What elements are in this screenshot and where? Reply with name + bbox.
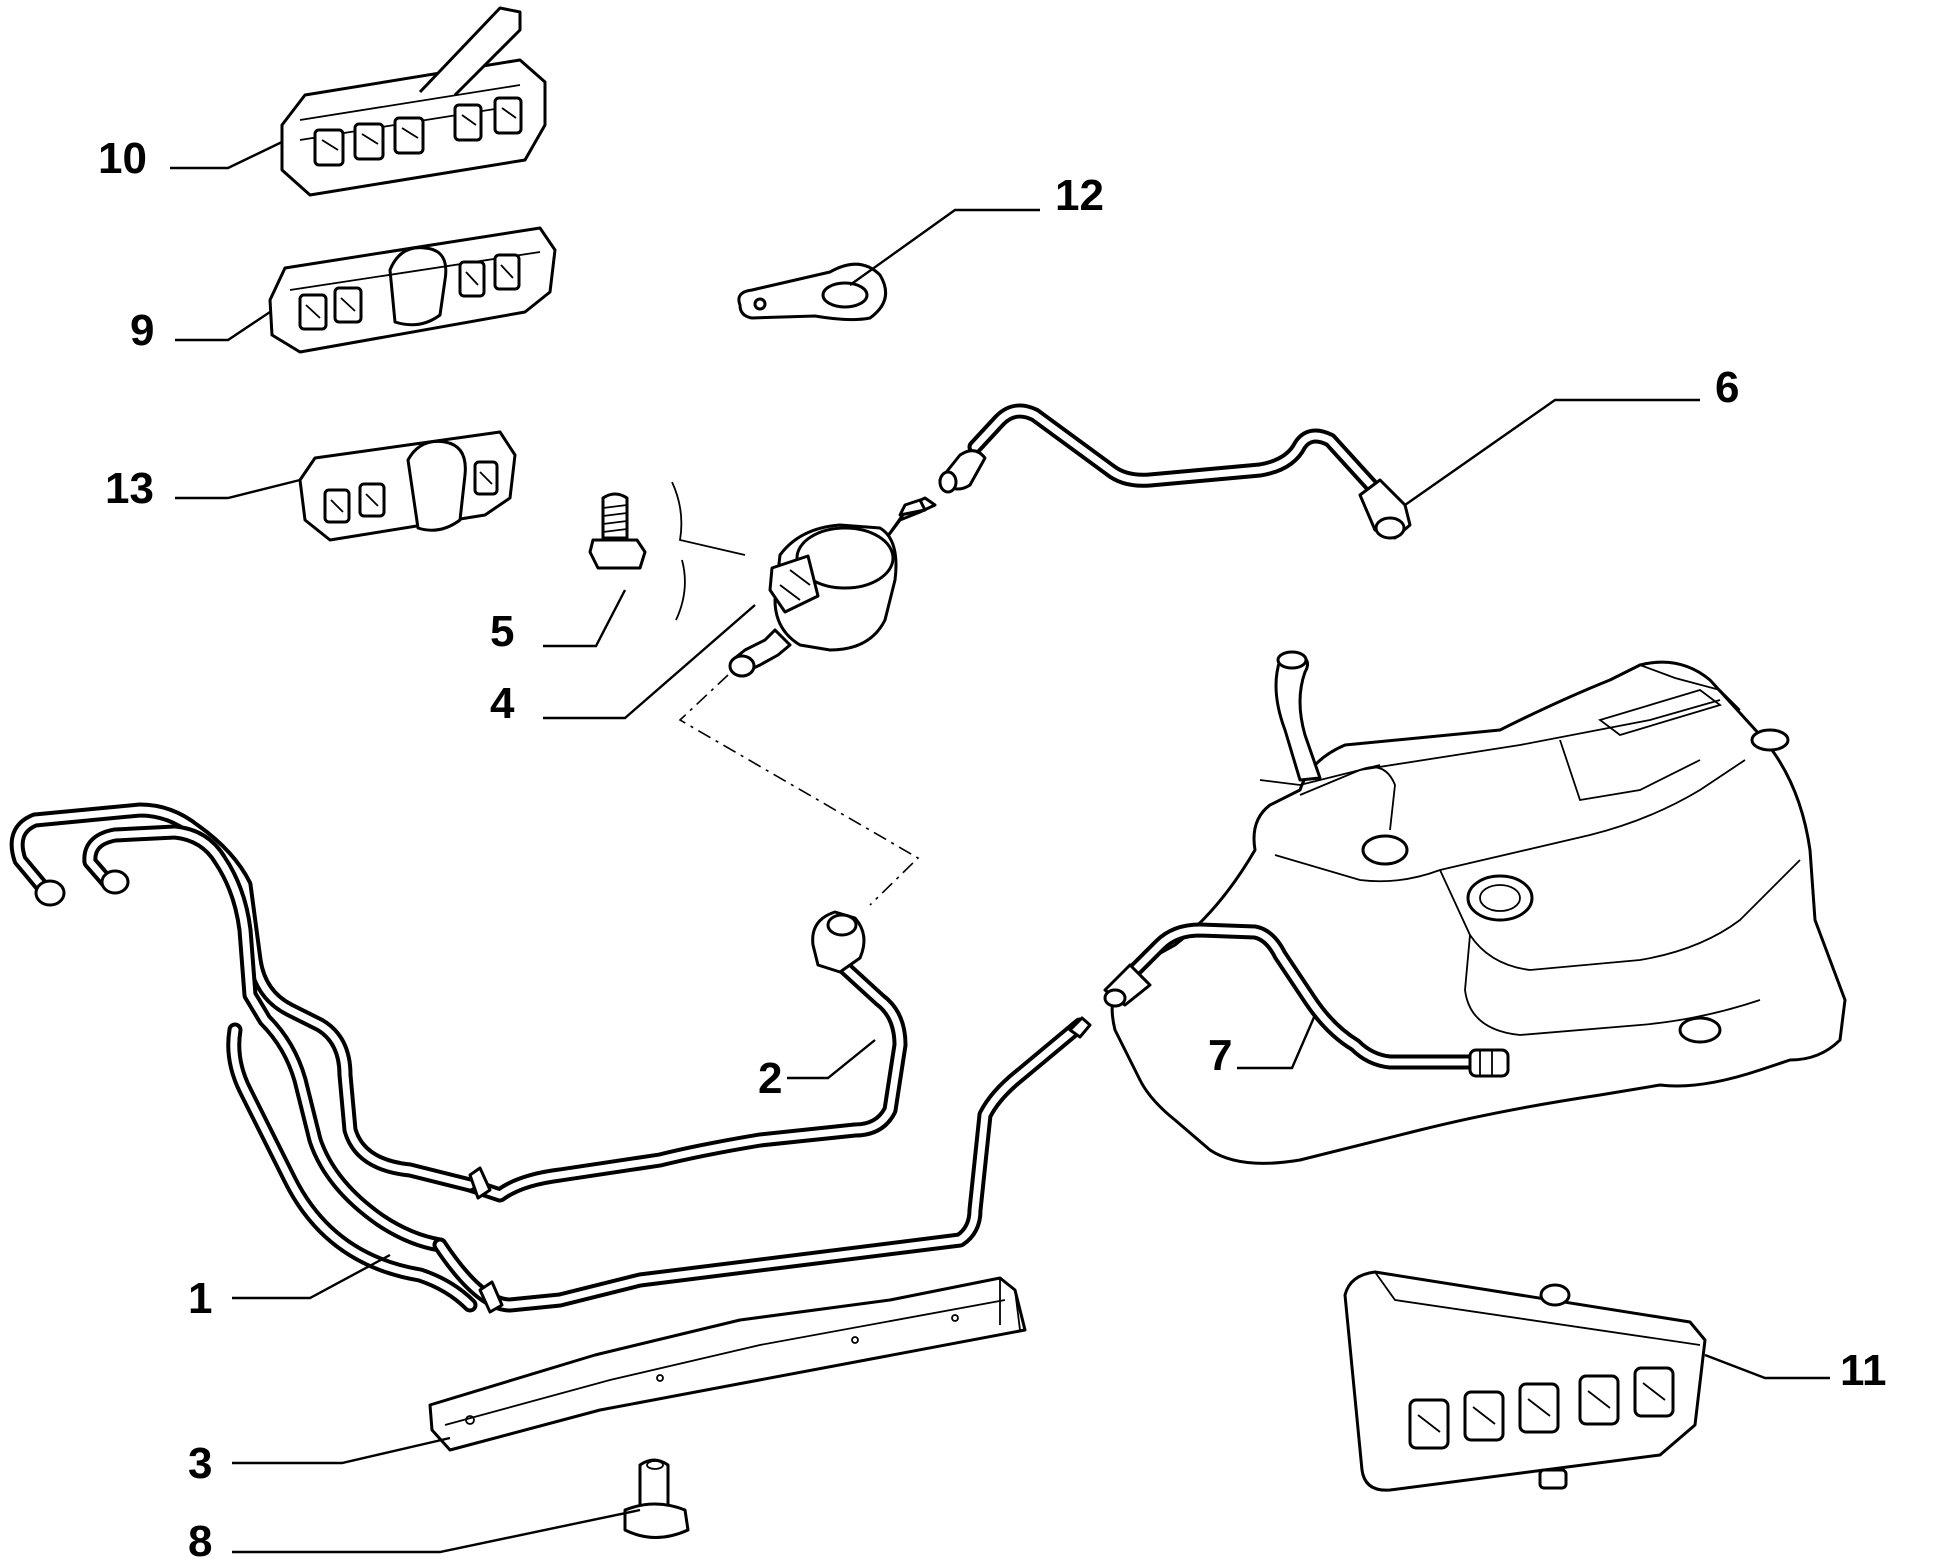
callout-6: 6 [1715, 363, 1739, 412]
leader-10 [170, 140, 283, 170]
callout-5: 5 [490, 607, 514, 656]
part-5-screw [588, 492, 647, 570]
callout-labels: 1 2 3 4 5 6 7 8 9 10 11 12 13 [98, 134, 1887, 1558]
part-6-fuel-pipe [938, 403, 1412, 540]
part-4-fuel-filter [728, 496, 937, 678]
part-9-clip-bracket [268, 226, 557, 354]
callout-1: 1 [188, 1274, 212, 1323]
part-1-fuel-pipe-bundle [9, 802, 1092, 1314]
leader-7 [1237, 1014, 1317, 1070]
callout-13: 13 [105, 464, 154, 513]
part-2-fuel-pipe [462, 910, 908, 1203]
leader-13 [175, 478, 301, 500]
leader-12 [849, 208, 1040, 286]
callout-10: 10 [98, 134, 147, 183]
part-7-fuel-pipe [1103, 922, 1510, 1078]
part-11-support-bracket [1343, 1270, 1707, 1492]
leader-1 [232, 1253, 391, 1300]
callout-4: 4 [490, 679, 515, 728]
fuel-tank [1110, 650, 1847, 1165]
leader-6 [1404, 398, 1700, 506]
leader-2 [787, 1039, 876, 1080]
part-3-protection-plate [428, 1276, 1027, 1452]
leader-3 [232, 1436, 451, 1465]
callout-12: 12 [1055, 171, 1104, 220]
dashed-link-filter-to-pipe2 [678, 674, 920, 906]
callout-11: 11 [1840, 1346, 1887, 1395]
callout-9: 9 [130, 306, 154, 355]
leader-9 [175, 311, 271, 342]
leader-8 [232, 1508, 641, 1554]
part-13-clip-bracket [298, 430, 517, 542]
callout-8: 8 [188, 1517, 212, 1558]
part-12-gasket [737, 262, 888, 322]
callout-3: 3 [188, 1439, 212, 1488]
part-10-clip-bracket [280, 6, 547, 197]
callout-2: 2 [758, 1054, 782, 1103]
callout-7: 7 [1208, 1031, 1232, 1080]
leader-4 [543, 604, 756, 720]
part-8-screw [623, 1458, 690, 1539]
leader-11 [1704, 1353, 1830, 1380]
leader-lines [170, 140, 1830, 1554]
leader-5 [543, 589, 627, 648]
filter-mount-outline [671, 481, 746, 621]
